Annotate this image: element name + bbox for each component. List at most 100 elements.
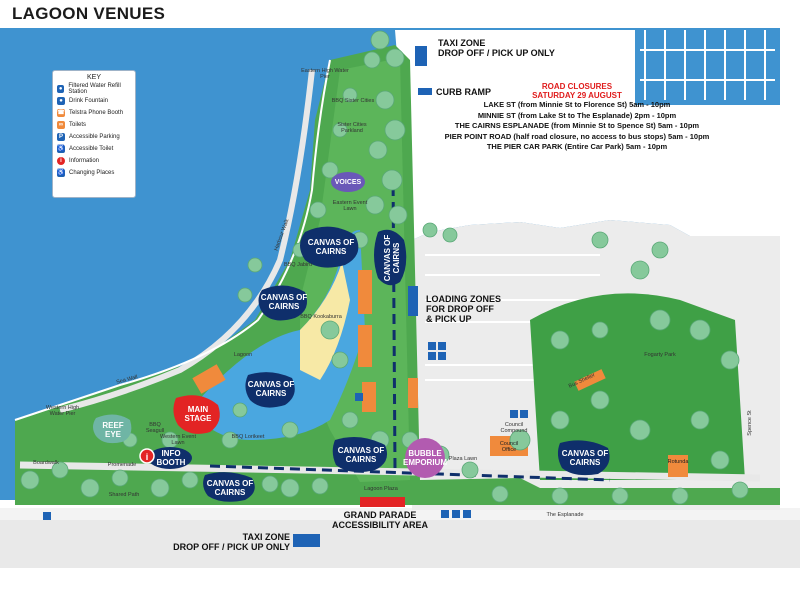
key-item: ●Drink Fountain (57, 96, 135, 105)
curb-ramp-marker[interactable] (418, 88, 432, 95)
information-icon[interactable] (139, 448, 155, 464)
lagoon-label: Lagoon (233, 352, 253, 358)
bubble-emporium-venue[interactable] (405, 438, 445, 478)
bbq-lorikeet-label: BBQ Lorikeet (231, 434, 265, 440)
canvas-label-5: CANVAS OF CAIRNS (337, 446, 385, 464)
lagoon-water (190, 230, 365, 440)
road-closures: ROAD CLOSURES SATURDAY 29 AUGUST LAKE ST… (432, 82, 722, 153)
canvas-venue-1[interactable] (300, 226, 359, 268)
taxi-zone-top-marker[interactable] (415, 46, 427, 66)
venue-blobs (93, 172, 610, 502)
accessible-parking-icons (43, 342, 528, 520)
council-compound-label: Council Compound (500, 422, 528, 434)
road-closures-date: SATURDAY 29 AUGUST (532, 91, 622, 100)
phone-icon: ☎ (57, 108, 65, 117)
key-item: ☎Telstra Phone Booth (57, 108, 124, 117)
toilets-icon: ∞ (57, 120, 65, 129)
bubble-emporium-label: BUBBLE EMPORIUM (403, 449, 447, 467)
closure-line: LAKE ST (from Minnie St to Florence St) … (483, 100, 671, 109)
canvas-label-7: CANVAS OF CAIRNS (561, 449, 609, 467)
shoreline (14, 59, 331, 421)
key-item: ●Filtered Water Refill Station (57, 82, 121, 95)
key-item: ♿Changing Places (57, 168, 115, 177)
lagoon-beach (300, 262, 350, 380)
page-title: LAGOON VENUES (12, 4, 166, 23)
bbq-jabiru-label: BBQ Jabiru (283, 262, 313, 268)
changing-places-icon: ♿ (57, 168, 65, 177)
accessibility-area-label: GRAND PARADE ACCESSIBILITY AREA (332, 510, 429, 530)
key-heading: KEY (86, 74, 101, 81)
eastern-pier-label: Eastern High Water Pier (301, 68, 349, 80)
canvas-label-4: CANVAS OF CAIRNS (247, 380, 295, 398)
promenade-label: Promenade (107, 462, 137, 468)
accessible-parking-icon: P (57, 132, 65, 141)
accessibility-area-marker[interactable] (360, 497, 405, 507)
bbq-seagull-label: BBQ Seagull (145, 422, 165, 434)
buildings (192, 270, 688, 477)
canvas-venue-3[interactable] (258, 285, 308, 321)
reef-eye-label: REEF EYE (102, 421, 124, 439)
drink-fountain-icon: ● (57, 96, 65, 105)
bbq-sister-label: BBQ Sister Cities (331, 98, 375, 104)
closure-line: THE PIER CAR PARK (Entire Car Park) 5am … (486, 142, 668, 151)
fogarty-park (530, 293, 745, 480)
marina-water (635, 30, 780, 105)
accessible-toilet-icon: ♿ (57, 144, 65, 153)
canvas-venue-7[interactable] (557, 440, 610, 476)
loading-zones-label: LOADING ZONES FOR DROP OFF & PICK UP (426, 294, 502, 324)
voices-label: VOICES (334, 178, 362, 186)
main-stage-label: MAIN STAGE (184, 405, 212, 423)
closure-line: MINNIE ST (from Lake St to The Esplanade… (477, 110, 677, 120)
taxi-zone-bottom-marker[interactable] (293, 534, 320, 547)
boardwalk-label: Boardwalk (33, 460, 59, 466)
shared-path-label: Shared Path (108, 492, 140, 498)
marina-fingers (640, 30, 775, 100)
spence-st-label: Spence St (747, 410, 753, 436)
harbour-walk-path (59, 69, 315, 413)
footpath-strip (0, 508, 800, 520)
lagoon-plaza-label: Lagoon Plaza (364, 486, 398, 492)
trees (20, 30, 749, 505)
main-stage-venue[interactable] (173, 395, 220, 434)
canvas-label-6: CANVAS OF CAIRNS (206, 479, 254, 497)
map-key: KEY ●Filtered Water Refill Station ●Drin… (52, 70, 136, 198)
fogarty-park-label: Fogarty Park (644, 352, 676, 358)
bbq-kookaburra-label: BBQ Kookaburra (300, 314, 342, 320)
road-closures-heading: ROAD CLOSURES (541, 82, 613, 91)
canvas-label-1: CANVAS OF CAIRNS (307, 238, 355, 256)
canvas-venue-2[interactable] (374, 229, 407, 286)
svg-text:i: i (146, 452, 149, 462)
canvas-venue-6[interactable] (203, 472, 255, 502)
canvas-venue-4[interactable] (245, 372, 295, 408)
taxi-zone-top-label: TAXI ZONE DROP OFF / PICK UP ONLY (438, 38, 555, 58)
plaza-lawn-label: Plaza Lawn (448, 456, 478, 462)
voices-venue[interactable] (331, 172, 365, 192)
sister-parkland-label: Sister Cities Parkland (337, 122, 367, 134)
information-icon: i (57, 156, 65, 165)
closure-line: THE CAIRNS ESPLANADE (from Minnie St to … (454, 121, 700, 130)
accessible-route-horizontal (209, 464, 611, 482)
council-office-label: Council Office (499, 441, 519, 453)
closure-line: PIER POINT ROAD (half road closure, no a… (444, 131, 710, 141)
key-item: ♿Accessible Toilet (57, 144, 114, 153)
the-esplanade-label: The Esplanade (546, 512, 584, 518)
canvas-label-2: CANVAS OF CAIRNS (383, 234, 401, 282)
western-pier-label: Western High Water Pier (45, 405, 80, 417)
road-strip (0, 520, 800, 568)
canvas-label-3: CANVAS OF CAIRNS (260, 293, 308, 311)
reef-eye-venue[interactable] (93, 414, 132, 444)
western-lawn-label: Western Event Lawn (160, 434, 196, 446)
canvas-venue-5[interactable] (332, 436, 388, 473)
rotunda-label: Rotunda (667, 459, 689, 465)
loading-zone-marker[interactable] (408, 286, 418, 316)
curb-ramp-label: CURB RAMP (436, 87, 491, 97)
taxi-zone-bottom-label: TAXI ZONE DROP OFF / PICK UP ONLY (173, 532, 290, 552)
water-drop-icon: ● (57, 84, 65, 93)
key-item: ∞Toilets (57, 120, 87, 129)
info-booth-venue[interactable] (148, 447, 192, 469)
info-booth-label: INFO BOOTH (156, 449, 186, 467)
eastern-lawn-label: Eastern Event Lawn (332, 200, 368, 212)
